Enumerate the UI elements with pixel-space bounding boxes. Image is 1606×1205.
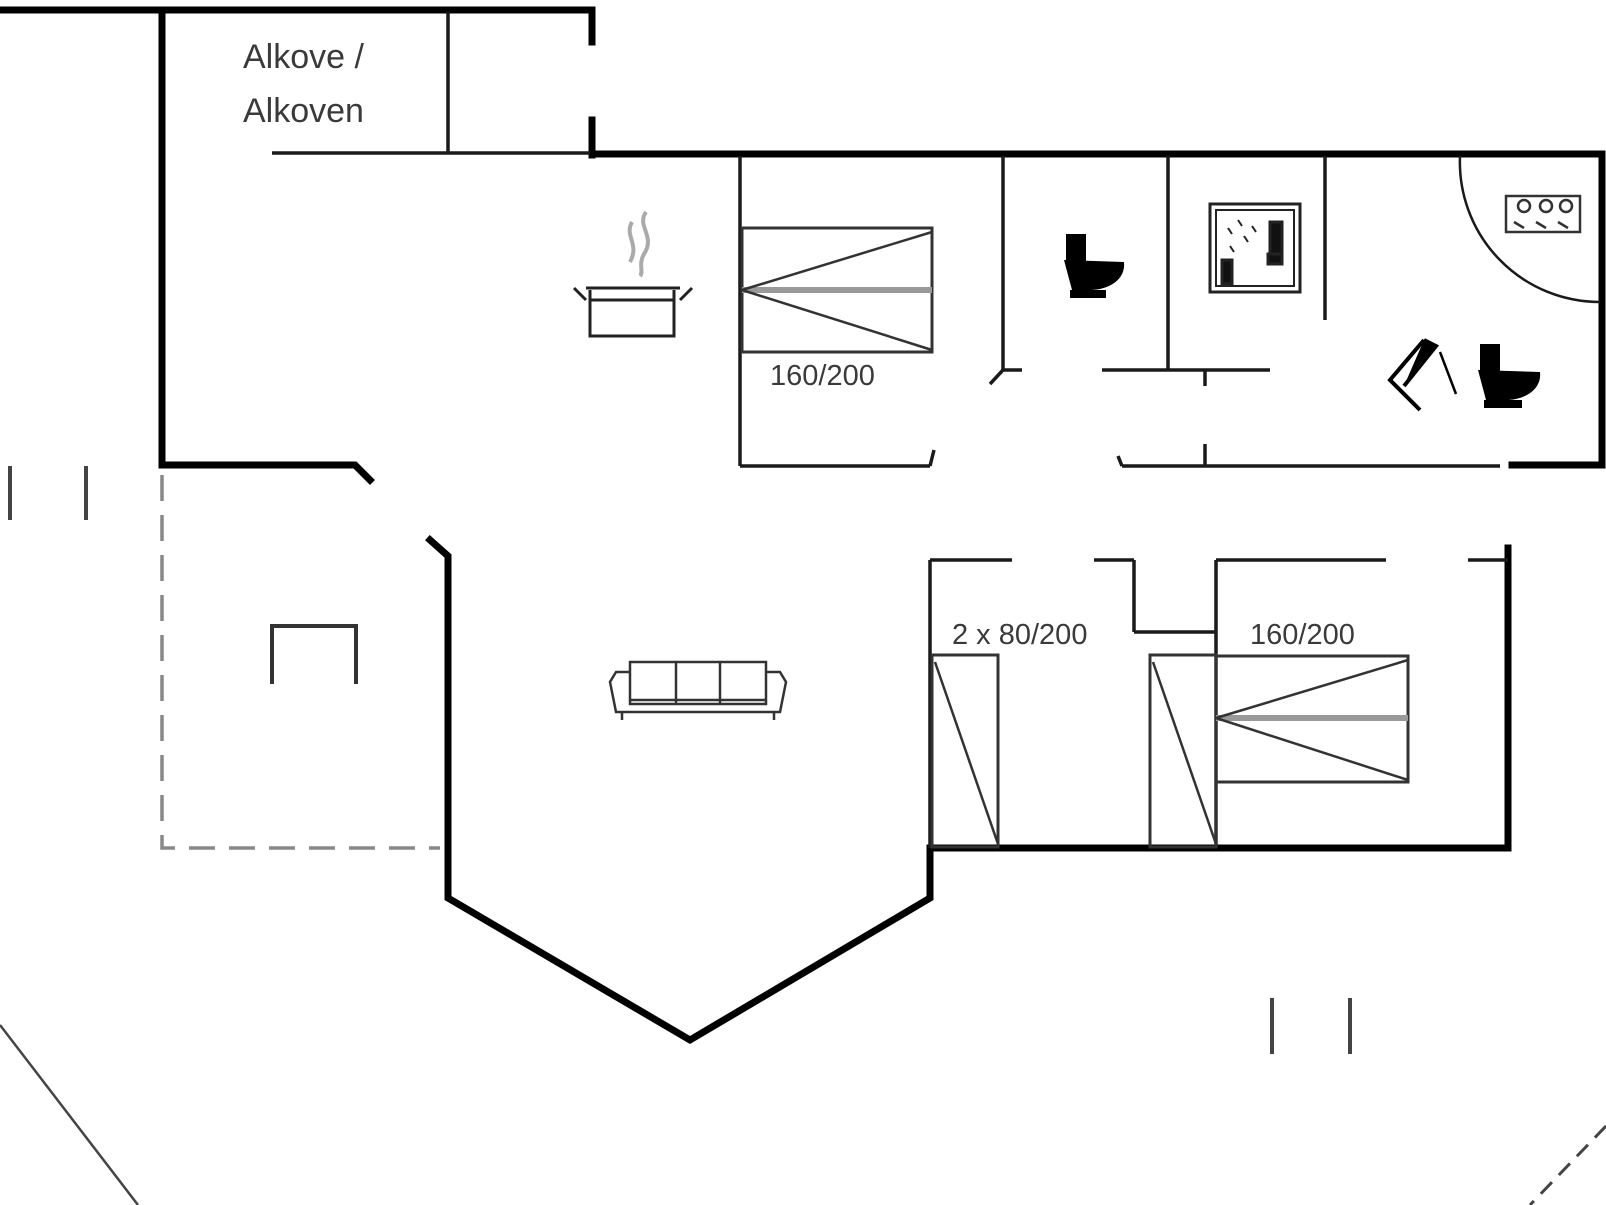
toilet-icon <box>1478 344 1541 408</box>
interior-walls <box>272 12 1508 848</box>
room-label-alcove: Alkove / <box>243 38 364 76</box>
room-label-alcove-2: Alkoven <box>243 92 364 130</box>
toilet-icon <box>1064 234 1125 298</box>
pot-icon <box>572 210 694 338</box>
bed-size-label: 160/200 <box>1250 619 1355 651</box>
sofa-icon <box>608 660 788 720</box>
double-bed <box>1214 654 1410 784</box>
shower-icon <box>1208 202 1302 294</box>
double-bed <box>740 226 934 354</box>
terrace-outline <box>160 475 440 850</box>
door-swing-arc <box>1458 155 1601 304</box>
sauna-icon <box>1504 194 1582 234</box>
bed-size-label: 160/200 <box>770 360 875 392</box>
bed-size-label: 2 x 80/200 <box>952 619 1087 651</box>
exterior-walls <box>0 6 1606 1045</box>
fireplace-icon <box>270 624 358 684</box>
single-bed <box>1148 653 1218 849</box>
outside-marks <box>0 466 1606 1205</box>
washbasin-icon <box>1387 338 1458 412</box>
single-bed <box>930 653 1000 849</box>
